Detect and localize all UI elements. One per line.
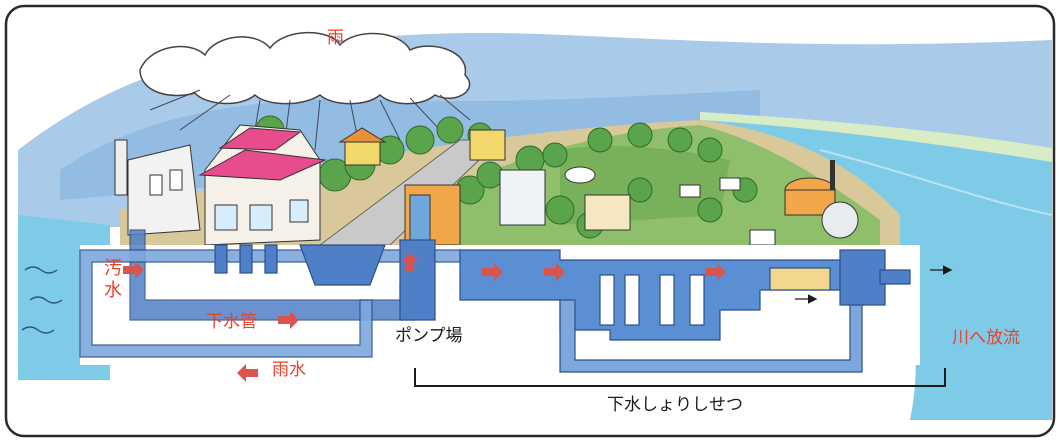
- wastewater-label: 汚水: [104, 258, 122, 301]
- rain-label: 雨: [327, 28, 344, 48]
- houses: [198, 124, 387, 246]
- cloud: [139, 31, 471, 105]
- treatment-bracket: [414, 368, 946, 387]
- pipes: [79, 229, 911, 373]
- pump-station-label: ポンプ場: [395, 326, 463, 346]
- treatment-plant-label: 下水しょりしせつ: [607, 395, 743, 415]
- stormwater-label: 雨水: [272, 360, 306, 380]
- flow-arrows: [123, 253, 726, 382]
- discharge-to-river-label: 川へ放流: [952, 328, 1020, 348]
- factory: [114, 139, 201, 236]
- river: [700, 118, 1052, 420]
- sewer-pipe-label: 下水管: [206, 312, 257, 332]
